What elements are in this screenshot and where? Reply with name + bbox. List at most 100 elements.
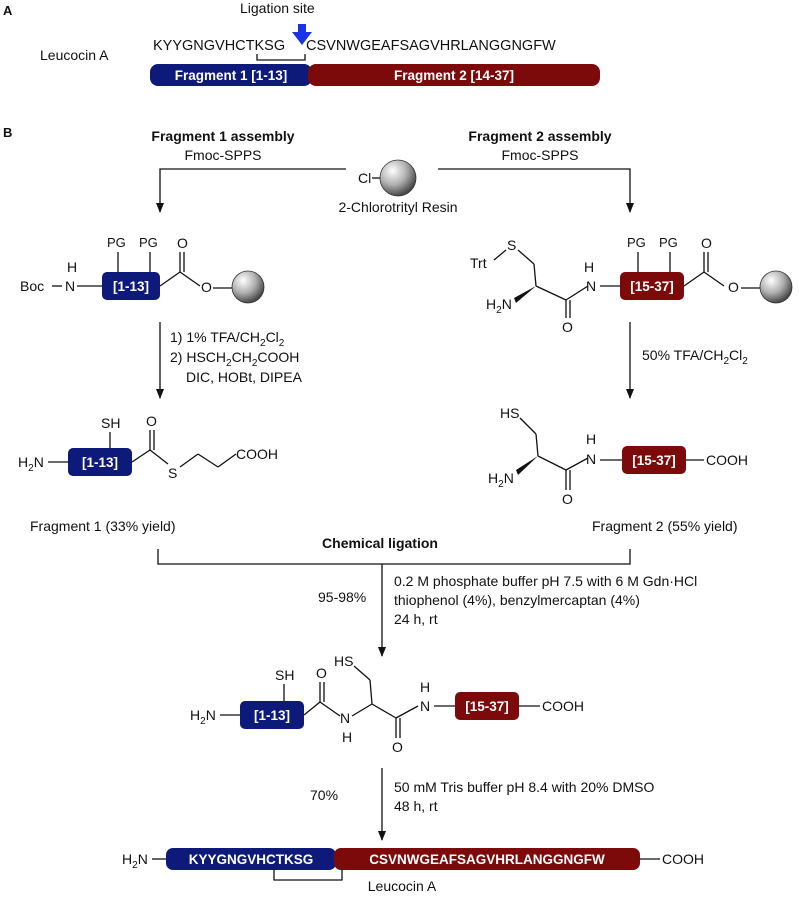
svg-text:O: O	[392, 739, 403, 755]
svg-text:O: O	[701, 235, 712, 251]
arrow-to-frag1	[156, 168, 346, 213]
svg-text:O: O	[201, 279, 212, 295]
svg-text:COOH: COOH	[236, 446, 278, 462]
svg-text:N: N	[420, 698, 430, 714]
arrow-to-frag2	[438, 168, 634, 213]
svg-text:H2N: H2N	[488, 470, 514, 490]
resin-bead-icon	[759, 270, 793, 304]
fragment2-bar	[308, 64, 600, 86]
svg-text:SH: SH	[275, 667, 294, 683]
final-seq1-box	[166, 848, 336, 870]
svg-text:O: O	[146, 413, 157, 429]
final-seq2: CSVNWGEAFSAGVHRLANGGNGFW	[369, 852, 605, 867]
svg-text:H2N: H2N	[18, 454, 44, 474]
svg-text:O: O	[562, 319, 573, 335]
protected-fragment2-structure: Trt S H2N O N H [15-37] PG PG O O	[470, 235, 793, 335]
svg-text:PG: PG	[659, 235, 678, 250]
svg-text:HS: HS	[334, 653, 353, 669]
box-15-37	[620, 272, 684, 300]
box-1-13	[240, 701, 304, 729]
svg-text:O: O	[316, 665, 327, 681]
step1b: 2) HSCH2CH2COOH	[170, 349, 299, 369]
svg-text:PG: PG	[627, 235, 646, 250]
ligation-site-label: Ligation site	[240, 0, 315, 16]
resin-bead-icon	[379, 159, 417, 197]
svg-text:[1-13]: [1-13]	[82, 455, 118, 470]
folding-cond2: 48 h, rt	[394, 798, 438, 814]
svg-text:SH: SH	[101, 415, 120, 431]
folding-yield: 70%	[310, 787, 338, 803]
ligation-arrow-icon	[292, 24, 312, 45]
sequence-part1: KYYGNGVHCTKSG	[153, 38, 285, 54]
svg-text:O: O	[562, 491, 573, 507]
chemical-ligation-title: Chemical ligation	[322, 535, 438, 551]
ligation-cond3: 24 h, rt	[394, 611, 438, 627]
box-1-13	[68, 448, 132, 476]
panel-b-label: B	[3, 125, 12, 140]
box-15-37	[455, 692, 519, 720]
final-seq2-box	[334, 848, 640, 870]
peptide-name-a: Leucocin A	[40, 47, 109, 63]
svg-text:S: S	[507, 237, 516, 253]
svg-text:N: N	[340, 710, 350, 726]
svg-text:[15-37]: [15-37]	[465, 699, 509, 714]
svg-text:H: H	[67, 259, 77, 275]
svg-text:COOH: COOH	[706, 452, 748, 468]
disulfide-bracket	[256, 54, 306, 61]
panel-a-label: A	[3, 3, 13, 18]
boc-label: Boc	[20, 278, 44, 294]
resin-name: 2-Chlorotrityl Resin	[338, 199, 457, 215]
ligation-yield: 95-98%	[318, 589, 366, 605]
svg-text:COOH: COOH	[542, 698, 584, 714]
svg-text:[1-13]: [1-13]	[254, 708, 290, 723]
svg-text:[15-37]: [15-37]	[630, 279, 674, 294]
step1c: DIC, HOBt, DIPEA	[186, 369, 303, 385]
fragment2-cysteine-structure: HS H2N O N H [15-37] COOH	[488, 405, 748, 507]
frag1-spps: Fmoc-SPPS	[184, 147, 261, 163]
svg-text:COOH: COOH	[662, 851, 704, 867]
ligated-product-structure: H2N [1-13] SH O N H HS O N H [15-37] COO…	[190, 653, 584, 755]
resin-cl: Cl	[358, 170, 371, 186]
fragment1-thioester-structure: H2N [1-13] SH O S COOH	[18, 413, 278, 481]
svg-text:H2N: H2N	[486, 296, 512, 316]
svg-text:[1-13]: [1-13]	[113, 279, 149, 294]
svg-text:H: H	[342, 729, 352, 745]
svg-text:H: H	[420, 679, 430, 695]
svg-text:H: H	[584, 259, 594, 275]
svg-text:PG: PG	[107, 235, 126, 250]
resin-bead-icon	[231, 270, 265, 304]
ligation-cond2: thiophenol (4%), benzylmercaptan (4%)	[394, 592, 640, 608]
folding-cond1: 50 mM Tris buffer pH 8.4 with 20% DMSO	[394, 779, 654, 795]
svg-text:HS: HS	[500, 405, 519, 421]
svg-text:O: O	[177, 235, 188, 251]
protected-fragment1-structure: Boc N H [1-13] PG PG O O	[20, 235, 265, 304]
final-name: Leucocin A	[368, 878, 437, 894]
frag1-assembly-title: Fragment 1 assembly	[151, 128, 294, 144]
box-15-37	[622, 446, 686, 474]
fragment2-bar-label: Fragment 2 [14-37]	[394, 68, 514, 83]
frag2-yield: Fragment 2 (55% yield)	[592, 518, 738, 534]
svg-text:H2N: H2N	[122, 851, 148, 871]
step1a: 1) 1% TFA/CH2Cl2	[170, 329, 285, 349]
step2: 50% TFA/CH2Cl2	[642, 347, 748, 367]
sequence-part2: CSVNWGEAFSAGVHRLANGGNGFW	[306, 38, 556, 54]
frag2-spps: Fmoc-SPPS	[501, 147, 578, 163]
svg-text:N: N	[65, 278, 75, 294]
svg-text:S: S	[168, 465, 177, 481]
box-1-13	[102, 272, 160, 300]
svg-text:N: N	[586, 451, 596, 467]
frag1-yield: Fragment 1 (33% yield)	[30, 518, 176, 534]
svg-text:H: H	[586, 431, 596, 447]
fragment1-bar-label: Fragment 1 [1-13]	[175, 68, 288, 83]
svg-text:PG: PG	[139, 235, 158, 250]
svg-text:[15-37]: [15-37]	[632, 453, 676, 468]
svg-text:O: O	[728, 279, 739, 295]
frag2-assembly-title: Fragment 2 assembly	[468, 128, 611, 144]
svg-text:N: N	[586, 278, 596, 294]
ligation-cond1: 0.2 M phosphate buffer pH 7.5 with 6 M G…	[394, 573, 697, 589]
final-leucocin-structure: H2N KYYGNGVHCTKSG CSVNWGEAFSAGVHRLANGGNG…	[122, 848, 704, 881]
final-seq1: KYYGNGVHCTKSG	[189, 852, 314, 867]
fragment1-bar	[150, 64, 312, 86]
final-disulfide-bracket	[273, 870, 343, 881]
